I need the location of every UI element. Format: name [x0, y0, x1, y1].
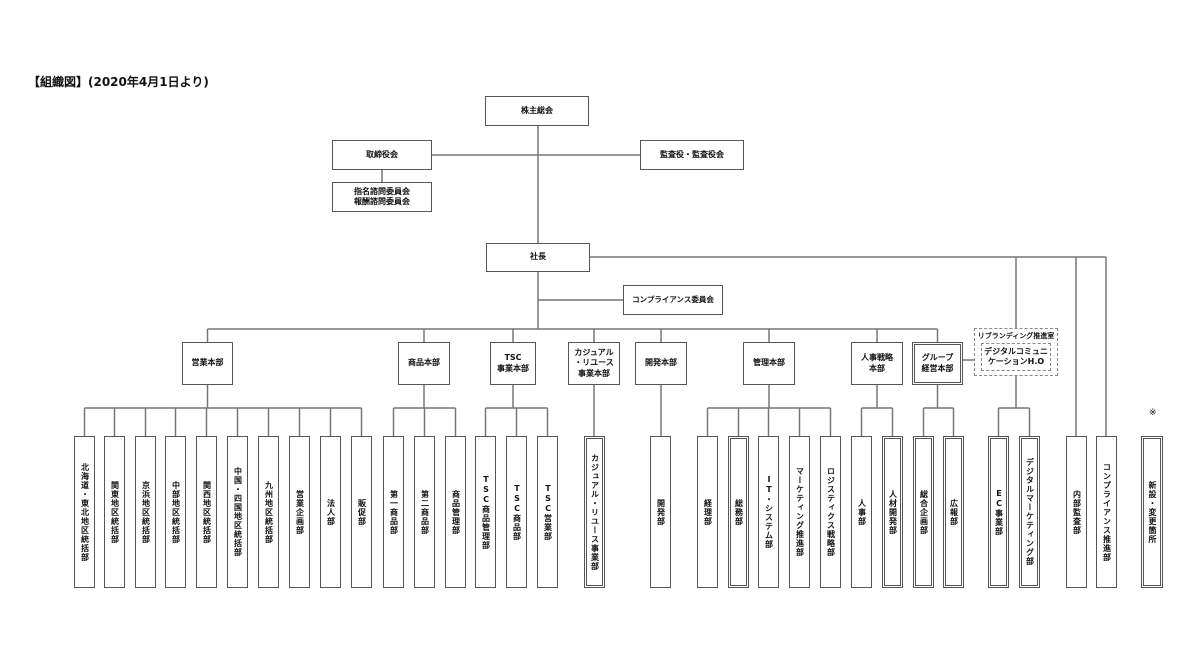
department-label: 中国・四国地区統括部 — [233, 467, 243, 557]
node-president: 社長 — [486, 243, 590, 272]
department-box: EC事業部 — [988, 436, 1009, 588]
department-box: 人材開発部 — [882, 436, 903, 588]
department-label: コンプライアンス推進部 — [1102, 462, 1112, 562]
department-label: 営業企画部 — [295, 489, 305, 535]
legend-mark: ※ — [1149, 408, 1157, 418]
node-auditors: 監査役・監査役会 — [640, 140, 744, 170]
department-box: 法人部 — [320, 436, 341, 588]
department-label: マーケティング推進部 — [795, 467, 805, 557]
department-box: 人事部 — [851, 436, 872, 588]
department-box: マーケティング推進部 — [789, 436, 810, 588]
department-label: ロジスティクス戦略部 — [826, 467, 836, 557]
department-box: 商品管理部 — [445, 436, 466, 588]
department-label: 九州地区統括部 — [264, 480, 274, 544]
department-box: 販促部 — [351, 436, 372, 588]
department-label: デジタルマーケティング部 — [1025, 458, 1035, 566]
division-tsc: TSC 事業本部 — [490, 342, 536, 385]
department-label: 北海道・東北地区統括部 — [80, 462, 90, 562]
department-box: 広報部 — [943, 436, 964, 588]
legend-box: 新設・変更箇所 — [1141, 436, 1163, 588]
department-box: TSC商品部 — [506, 436, 527, 588]
department-label: 関西地区統括部 — [202, 480, 212, 544]
department-label: 販促部 — [357, 498, 367, 526]
department-box: 北海道・東北地区統括部 — [74, 436, 95, 588]
rebranding-label: リブランディング推進室 — [977, 332, 1055, 340]
department-label: 第一商品部 — [389, 489, 399, 535]
division-dev: 開発本部 — [635, 342, 687, 385]
division-group: グループ 経営本部 — [912, 342, 963, 385]
department-box: カジュアル・リユース事業部 — [584, 436, 605, 588]
department-box: 営業企画部 — [289, 436, 310, 588]
department-box: 九州地区統括部 — [258, 436, 279, 588]
department-label: 広報部 — [949, 498, 959, 526]
department-box: コンプライアンス推進部 — [1096, 436, 1117, 588]
department-label: IT・システム部 — [764, 475, 774, 549]
department-box: IT・システム部 — [758, 436, 779, 588]
legend-label: 新設・変更箇所 — [1148, 480, 1157, 544]
department-label: TSC商品部 — [512, 483, 522, 541]
node-compliance-committee: コンプライアンス委員会 — [623, 285, 723, 315]
department-box: 関東地区統括部 — [104, 436, 125, 588]
department-box: 経理部 — [697, 436, 718, 588]
department-label: 第二商品部 — [420, 489, 430, 535]
department-label: 総務部 — [734, 498, 744, 526]
node-digital-communication: デジタルコミュニ ケーションH.O — [981, 343, 1051, 371]
department-box: 関西地区統括部 — [196, 436, 217, 588]
department-box: TSC営業部 — [537, 436, 558, 588]
department-box: 第一商品部 — [383, 436, 404, 588]
department-label: TSC商品管理部 — [481, 474, 491, 550]
division-hr: 人事戦略 本部 — [851, 342, 903, 385]
department-box: 中部地区統括部 — [165, 436, 186, 588]
node-shareholders: 株主総会 — [485, 96, 589, 126]
node-rebranding-office: リブランディング推進室 デジタルコミュニ ケーションH.O — [974, 328, 1058, 376]
department-box: 中国・四国地区統括部 — [227, 436, 248, 588]
department-box: 第二商品部 — [414, 436, 435, 588]
department-label: 関東地区統括部 — [110, 480, 120, 544]
department-label: 京浜地区統括部 — [141, 480, 151, 544]
department-label: EC事業部 — [994, 488, 1004, 536]
department-box: 総務部 — [728, 436, 749, 588]
department-label: 法人部 — [326, 498, 336, 526]
division-merch: 商品本部 — [398, 342, 450, 385]
node-board: 取締役会 — [332, 140, 432, 170]
department-box: 開発部 — [650, 436, 671, 588]
department-label: 総合企画部 — [919, 489, 929, 535]
department-label: 中部地区統括部 — [171, 480, 181, 544]
division-sales: 営業本部 — [182, 342, 233, 385]
division-admin: 管理本部 — [743, 342, 795, 385]
department-box: デジタルマーケティング部 — [1019, 436, 1040, 588]
department-box: ロジスティクス戦略部 — [820, 436, 841, 588]
chart-title: 【組織図】(2020年4月1日より) — [28, 75, 209, 89]
department-box: TSC商品管理部 — [475, 436, 496, 588]
department-label: 開発部 — [656, 498, 666, 526]
node-committees: 指名諮問委員会 報酬諮問委員会 — [332, 182, 432, 212]
department-label: TSC営業部 — [543, 483, 553, 541]
department-label: 経理部 — [703, 498, 713, 526]
division-casual: カジュアル ・リユース 事業本部 — [568, 342, 620, 385]
department-box: 総合企画部 — [913, 436, 934, 588]
department-box: 内部監査部 — [1066, 436, 1087, 588]
department-label: 人材開発部 — [888, 489, 898, 535]
department-box: 京浜地区統括部 — [135, 436, 156, 588]
department-label: 商品管理部 — [451, 489, 461, 535]
department-label: カジュアル・リユース事業部 — [590, 453, 600, 571]
department-label: 内部監査部 — [1072, 489, 1082, 535]
department-label: 人事部 — [857, 498, 867, 526]
